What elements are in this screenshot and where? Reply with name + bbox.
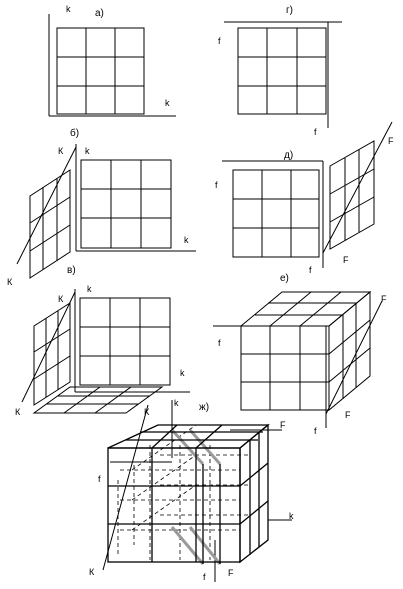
panel-g-grid [237, 27, 327, 115]
panel-a-label: а) [95, 8, 104, 19]
panel-v-axis-left-top-label: К [58, 294, 64, 304]
panel-v-axis-diagonal [21, 291, 76, 403]
panel-d-axis-left-label: f [215, 180, 218, 190]
panel-a-axis-right-label: k [165, 98, 170, 108]
panel-g-axis-bottom-label: f [314, 127, 317, 137]
panel-b-axis-diagonal [16, 146, 77, 265]
panel-a-grid [56, 27, 145, 115]
panel-e-axis-right-top-label: F [381, 294, 387, 304]
panel-zh-axis-F-top-label: F [280, 420, 286, 430]
panel-v-label: в) [67, 265, 76, 276]
panel-e-front-grid [240, 325, 330, 411]
panel-v-axis-top-label: k [87, 284, 92, 294]
panel-d-axis-bottom-label: f [309, 265, 312, 275]
panel-zh-axis-K-bottom-label: К [89, 567, 95, 577]
panel-d-side-grid [329, 140, 375, 250]
panel-zh-section-highlight [170, 428, 222, 565]
panel-e-top-grid [239, 291, 372, 327]
panel-zh-axis-f-left-label: f [98, 474, 101, 484]
panel-e-axis-diagonal [325, 300, 383, 415]
panel-b-label: б) [70, 127, 79, 139]
panel-v-side-grid [33, 302, 71, 406]
panel-a-axis-top-label: k [66, 4, 71, 14]
panel-v [21, 289, 190, 414]
panel-d-axis-right-top-label: F [388, 136, 394, 146]
panel-e-side-grid [328, 290, 371, 412]
panel-a [48, 14, 176, 117]
panel-zh [102, 400, 292, 582]
panel-zh-label: ж) [199, 402, 209, 413]
panel-b-side-grid [29, 169, 71, 279]
panel-zh-visible-edges [107, 423, 270, 564]
panel-e-axis-right-bottom-label: F [345, 410, 351, 420]
panel-b-axis-left-top-label: К [58, 146, 64, 156]
panel-d-label: д) [284, 150, 293, 161]
panel-v-axis-right-label: k [180, 368, 185, 378]
panel-zh-axis-F-bottom-label: F [228, 568, 234, 578]
panel-zh-axis-k-top-left-label: К [144, 407, 150, 417]
panel-zh-axis-k-top-label: k [174, 398, 179, 408]
panel-b-axis-right-label: k [184, 235, 189, 245]
panel-g [224, 21, 342, 128]
panel-d-front-grid [232, 169, 320, 258]
panel-d-axis-right-bottom-label: F [343, 255, 349, 265]
panel-v-axis-left-bottom-label: К [15, 407, 21, 417]
panel-e-label: е) [280, 273, 289, 284]
panel-e-axis-bottom-label: f [314, 426, 317, 436]
panel-zh-axis-k-right-label: k [289, 511, 294, 521]
panel-b-front-grid [80, 159, 172, 249]
panel-e [213, 290, 383, 428]
panel-v-front-grid [79, 297, 171, 386]
panel-b-axis-top-label: k [85, 146, 90, 156]
panel-d [222, 121, 393, 268]
panel-v-floor-grid [32, 386, 164, 414]
panel-zh-axis-f-bottom-label: f [203, 572, 206, 582]
panel-b-axis-left-bottom-label: К [7, 277, 13, 287]
panel-e-axis-left-label: f [218, 338, 221, 348]
panel-b [16, 144, 196, 279]
panel-zh-axes [102, 400, 292, 582]
panel-g-label: г) [286, 5, 293, 16]
panel-d-axis-diagonal [322, 121, 393, 254]
panel-g-axis-left-label: f [218, 36, 221, 46]
